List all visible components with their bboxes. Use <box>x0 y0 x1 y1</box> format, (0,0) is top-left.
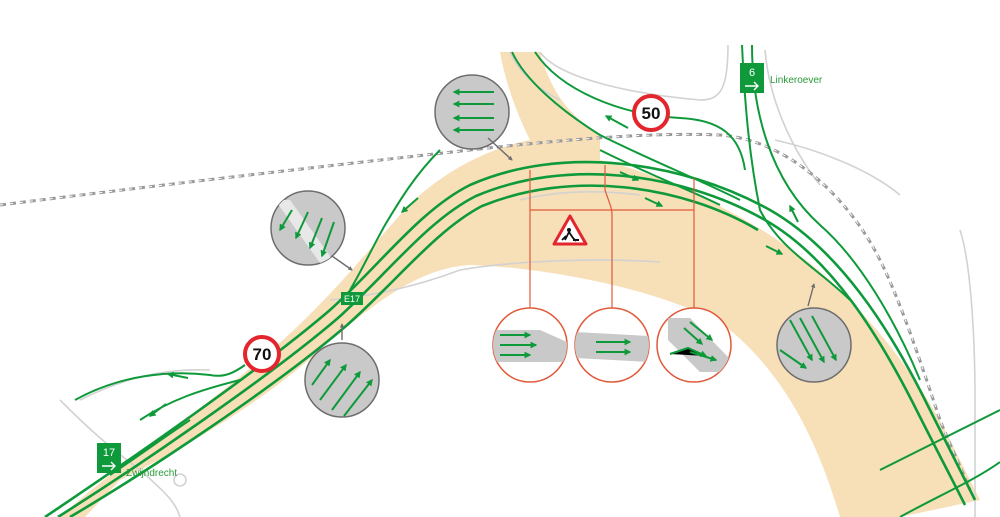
exit-name: Zwijndrecht <box>126 468 177 479</box>
lane-inset-4 <box>492 307 568 383</box>
speed-limit-70-text: 70 <box>253 345 272 364</box>
direction-arrows <box>148 115 799 417</box>
lane-arrow-icon <box>400 197 419 213</box>
lane-arrow-icon <box>765 245 784 255</box>
exit-name: Linkeroever <box>770 75 823 86</box>
exit-sign-zwijndrecht: 17 Zwijndrecht <box>97 443 177 479</box>
lane-arrow-icon <box>644 197 664 207</box>
ramps <box>74 44 1000 517</box>
lane-inset-5 <box>574 307 650 383</box>
detail-frame <box>529 165 695 308</box>
roadworks-warning-icon <box>552 214 588 246</box>
exit-arrow-icon <box>745 81 759 91</box>
exit-number: 17 <box>103 447 115 459</box>
lane-arrow-icon <box>619 171 640 181</box>
lane-arrow-icon <box>789 204 799 223</box>
exit-sign-linkeroever: 6 Linkeroever <box>740 63 823 93</box>
speed-limit-sign-70: 70 <box>243 335 281 373</box>
lane-arrow-icon <box>604 115 629 129</box>
lane-arrow-icon <box>148 403 167 417</box>
lane-inset-7 <box>776 283 852 383</box>
exit-number: 6 <box>749 67 755 79</box>
lane-arrow-icon <box>166 371 189 379</box>
route-label: E17 <box>344 294 360 304</box>
lane-inset-3 <box>304 323 380 418</box>
lane-inset-6 <box>656 307 732 383</box>
lane-inset-2 <box>270 190 353 271</box>
construction-zone <box>60 52 980 517</box>
exit-arrow-icon <box>102 461 116 471</box>
speed-limit-50-text: 50 <box>642 104 661 123</box>
route-shield-e17: E17 <box>341 292 363 305</box>
speed-limit-sign-50: 50 <box>632 94 670 132</box>
railway <box>0 132 972 491</box>
lane-inset-1 <box>434 74 513 161</box>
